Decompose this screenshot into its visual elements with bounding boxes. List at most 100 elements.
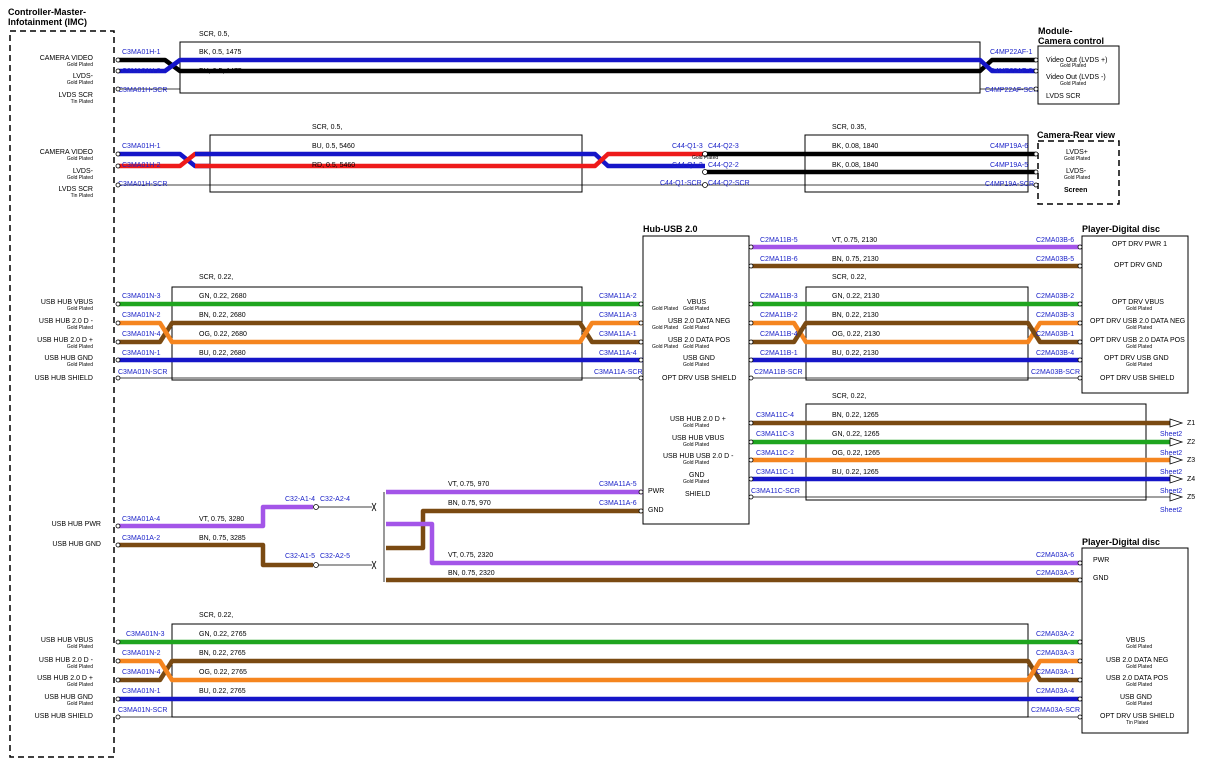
- conn-label: C3MA01N-SCR: [118, 707, 167, 714]
- offpage-z4[interactable]: Z4: [1187, 476, 1195, 483]
- imc-camera-video: CAMERA VIDEO: [40, 55, 94, 62]
- conn-label: C44-Q2-3: [708, 143, 739, 150]
- wire-label-15: OG, 0.22, 2130: [832, 331, 880, 338]
- offpage-arrow-icon: [1169, 418, 1184, 428]
- conn-label: C44-Q1-2: [672, 162, 703, 169]
- conn-label: C3MA01H-2: [122, 162, 161, 169]
- svg-text:Tin Plated: Tin Plated: [1126, 720, 1149, 726]
- sheet-link[interactable]: Sheet2: [1160, 488, 1182, 495]
- svg-text:Gold Plated: Gold Plated: [1064, 175, 1090, 181]
- wire-label-13: GN, 0.22, 2130: [832, 293, 880, 300]
- conn-label: C3MA01N-1: [122, 350, 161, 357]
- module-camera-video-minus: Video Out (LVDS -): [1046, 74, 1106, 81]
- svg-text:Gold Plated: Gold Plated: [1126, 701, 1152, 707]
- wire-bn-5: [118, 542, 313, 568]
- wire-label-2: BU, 0.5, 1475: [199, 68, 242, 75]
- wire-bk-1: [118, 57, 1036, 74]
- offpage-z2[interactable]: Z2: [1187, 439, 1195, 446]
- harness-outline-4: [171, 286, 583, 381]
- harness-outline-7: [171, 623, 1029, 718]
- offpage-z5[interactable]: Z5: [1187, 494, 1195, 501]
- conn-label: C2MA11B-SCR: [754, 369, 803, 376]
- conn-label: C2MA11B-5: [760, 237, 798, 244]
- conn-label: C4MP22AF-SCR: [985, 87, 1038, 94]
- wire-label-17: BN, 0.22, 1265: [832, 412, 879, 419]
- wire-label-5: BK, 0.08, 1840: [832, 143, 878, 150]
- conn-label: C4MP19A-6: [990, 143, 1028, 150]
- svg-text:Gold Plated: Gold Plated: [67, 682, 93, 688]
- conn-label: C3MA11A-SCR: [594, 369, 643, 376]
- conn-label: C3MA11C-2: [756, 450, 794, 457]
- conn-label: C2MA03B-SCR: [1031, 369, 1080, 376]
- wire-label-27: GN, 0.22, 2765: [199, 631, 247, 638]
- sheet-link[interactable]: Sheet2: [1160, 431, 1182, 438]
- conn-label: C2MA03B-6: [1036, 237, 1074, 244]
- module-camera-video-plus: Video Out (LVDS +): [1046, 57, 1107, 64]
- svg-text:Gold Plated: Gold Plated: [683, 362, 709, 368]
- svg-text:Gold Plated: Gold Plated: [67, 644, 93, 650]
- module-camera-lvds-scr: LVDS SCR: [1046, 93, 1081, 100]
- wire-label-9: OG, 0.22, 2680: [199, 331, 247, 338]
- hub-opt-shield: OPT DRV USB SHIELD: [662, 375, 736, 382]
- conn-label: C3MA01H-1: [122, 49, 161, 56]
- imc-usb-gnd-3: USB HUB GND: [44, 694, 93, 701]
- sheet-link[interactable]: Sheet2: [1160, 507, 1182, 514]
- conn-label: C44-Q1-3: [672, 143, 703, 150]
- player-disc-box-1: [1081, 235, 1189, 394]
- hub-usb-gnd: USB GND: [683, 355, 715, 362]
- imc-usb-gnd: USB HUB GND: [44, 355, 93, 362]
- offpage-arrow-icon: [1169, 437, 1184, 447]
- player-disc-box-2: [1081, 547, 1189, 734]
- camera-rear-lvds-plus: LVDS+: [1066, 149, 1088, 156]
- player1-gnd: OPT DRV GND: [1114, 262, 1162, 269]
- player2-data-pos: USB 2.0 DATA POS: [1106, 675, 1168, 682]
- conn-label: C2MA03B-2: [1036, 293, 1074, 300]
- svg-text:Gold Plated: Gold Plated: [683, 306, 709, 312]
- player1-pwr1: OPT DRV PWR 1: [1112, 241, 1167, 248]
- harness-scr-5: SCR, 0.22,: [832, 274, 866, 281]
- wire-label-11: VT, 0.75, 2130: [832, 237, 877, 244]
- harness-outline-2: [209, 134, 583, 193]
- conn-label: C3MA11A-6: [599, 500, 637, 507]
- harness-outline-6: [805, 403, 1147, 501]
- svg-text:Gold Plated: Gold Plated: [67, 701, 93, 707]
- wire-label-8: BN, 0.22, 2680: [199, 312, 246, 319]
- imc-usb-shield-3: USB HUB SHIELD: [35, 713, 93, 720]
- wire-og-4: [118, 658, 1082, 683]
- wire-label-21: VT, 0.75, 970: [448, 481, 489, 488]
- harness-scr-1: SCR, 0.5,: [199, 31, 229, 38]
- imc-title-2: Infotainment (IMC): [8, 17, 87, 27]
- conn-label: C3MA01A-2: [122, 535, 160, 542]
- player1-shield: OPT DRV USB SHIELD: [1100, 375, 1174, 382]
- wire-og-2: [751, 320, 1082, 345]
- svg-text:Gold Plated: Gold Plated: [683, 344, 709, 350]
- wire-label-26: BN, 0.75, 2320: [448, 570, 495, 577]
- conn-label: C4MP22AF-1: [990, 49, 1033, 56]
- conn-label: C4MP22AF-2: [990, 68, 1033, 75]
- wire-bu-1: [118, 57, 1036, 74]
- imc-usb-vbus-3: USB HUB VBUS: [41, 637, 93, 644]
- sheet-link[interactable]: Sheet2: [1160, 450, 1182, 457]
- conn-label: C3MA01N-4: [122, 669, 161, 676]
- conn-label: C3MA11C-SCR: [751, 488, 800, 495]
- conn-label: C3MA11A-2: [599, 293, 637, 300]
- wire-label-19: OG, 0.22, 1265: [832, 450, 880, 457]
- offpage-z3[interactable]: Z3: [1187, 457, 1195, 464]
- hub-gnd2: GND: [689, 472, 705, 479]
- module-camera-box: [1037, 45, 1120, 105]
- svg-text:Gold Plated: Gold Plated: [1060, 63, 1086, 69]
- hub-data-neg: USB 2.0 DATA NEG: [668, 318, 730, 325]
- svg-text:Gold Plated: Gold Plated: [1060, 81, 1086, 87]
- conn-label: C3MA01N-2: [122, 650, 161, 657]
- conn-label: C3MA11A-3: [599, 312, 637, 319]
- section-hub-to-player: VT, 0.75, 2130 BN, 0.75, 2130 SCR, 0.22,…: [751, 224, 1189, 394]
- conn-label: C2MA03A-SCR: [1031, 707, 1080, 714]
- player2-vbus: VBUS: [1126, 637, 1145, 644]
- offpage-z1[interactable]: Z1: [1187, 420, 1195, 427]
- harness-scr-3: SCR, 0.35,: [832, 124, 866, 131]
- wire-label-7: GN, 0.22, 2680: [199, 293, 247, 300]
- svg-text:Gold Plated: Gold Plated: [67, 664, 93, 670]
- sheet-link[interactable]: Sheet2: [1160, 469, 1182, 476]
- hub-usb-box: [642, 235, 750, 525]
